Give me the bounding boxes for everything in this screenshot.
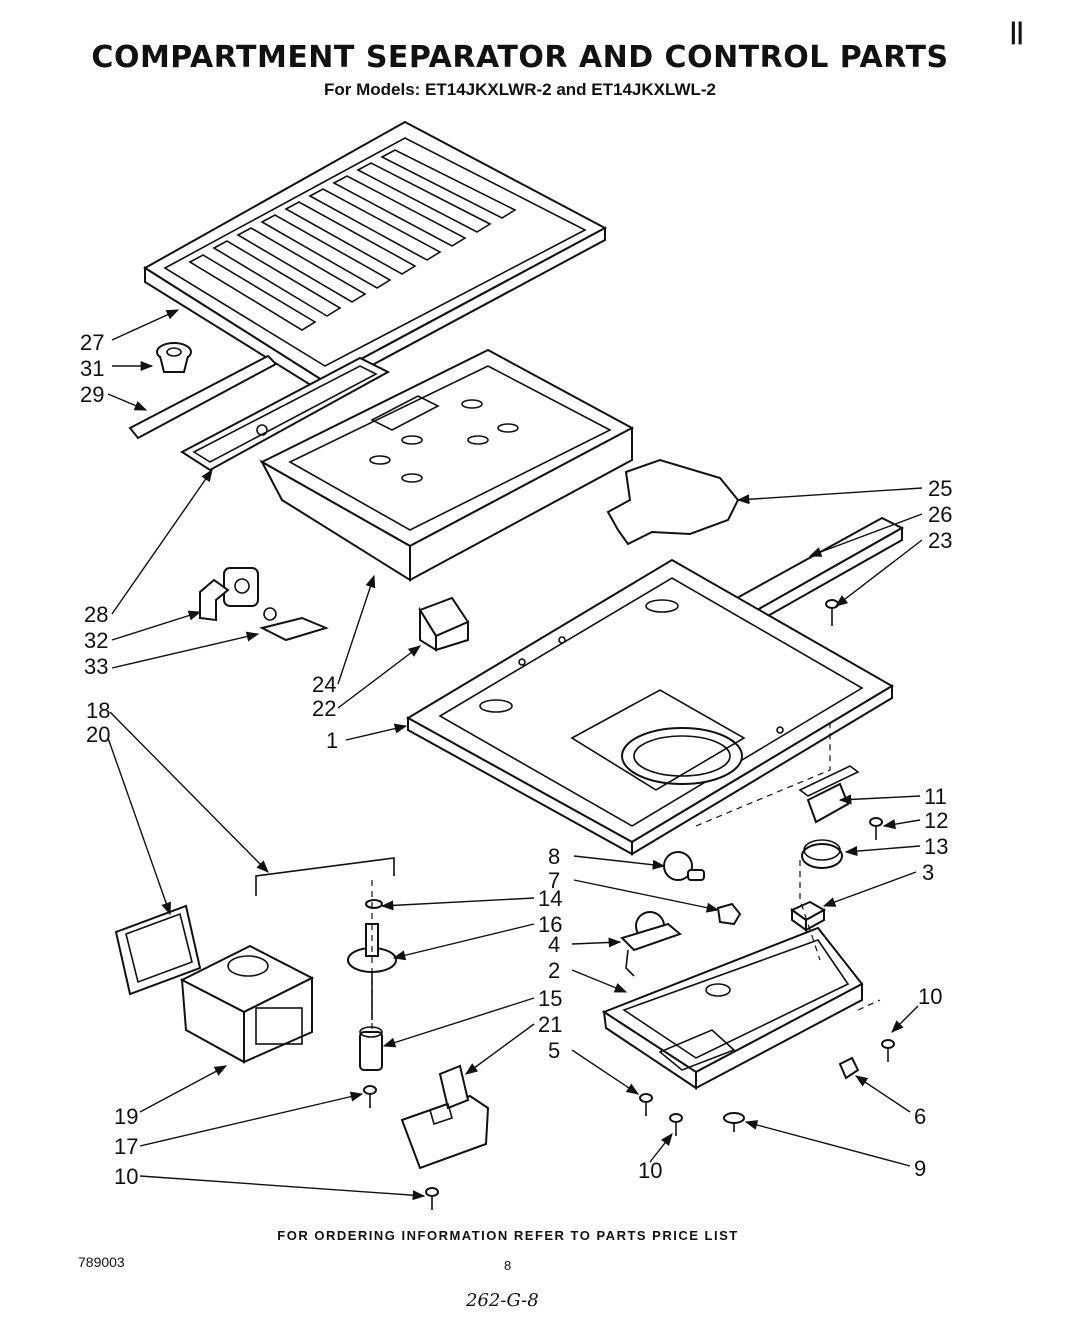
callout-2: 2: [548, 958, 560, 983]
part-21-bracket: [400, 1064, 490, 1170]
callout-5: 5: [548, 1038, 560, 1063]
ordering-note: FOR ORDERING INFORMATION REFER TO PARTS …: [277, 1228, 739, 1243]
part-10-screw-housing: [669, 1113, 683, 1136]
corner-mark: ||: [1010, 18, 1024, 45]
part-27-grille-cover: [143, 120, 608, 394]
callout-21: 21: [538, 1012, 562, 1037]
handwritten-note: 262-G-8: [466, 1290, 539, 1311]
callout-20: 20: [86, 722, 110, 747]
part-13-knob: [801, 839, 843, 869]
part-25-gasket: [606, 458, 740, 546]
callout-3: 3: [922, 860, 934, 885]
callout-24: 24: [312, 672, 336, 697]
callout-32: 32: [84, 628, 108, 653]
part-24-separator-block: [259, 348, 635, 582]
part-1-separator-panel: [405, 558, 894, 856]
part-5-screw: [639, 1093, 653, 1116]
part-6-switch: [838, 1056, 860, 1080]
callout-29: 29: [80, 382, 104, 407]
callout-10-bottom: 10: [114, 1164, 138, 1189]
callout-28: 28: [84, 602, 108, 627]
callout-12: 12: [924, 808, 948, 833]
model-subtitle: For Models: ET14JKXLWR-2 and ET14JKXLWL-…: [323, 80, 716, 99]
callout-22: 22: [312, 696, 336, 721]
callout-25: 25: [928, 476, 952, 501]
part-8-light-bulb: [663, 851, 705, 881]
page-number: 8: [504, 1258, 512, 1273]
part-10-screw-right: [881, 1039, 895, 1062]
callout-1: 1: [326, 728, 338, 753]
part-14-washer: [365, 899, 383, 909]
part-15-shaft: [359, 1026, 383, 1071]
callout-31: 31: [80, 356, 104, 381]
part-2-control-housing: [601, 926, 864, 1090]
callout-6: 6: [914, 1104, 926, 1129]
part-11-bracket: [798, 765, 860, 824]
callout-18: 18: [86, 698, 110, 723]
callout-17: 17: [114, 1134, 138, 1159]
callout-9: 9: [914, 1156, 926, 1181]
page-title: COMPARTMENT SEPARATOR AND CONTROL PARTS: [91, 40, 949, 75]
part-33-clip: [259, 607, 329, 642]
part-12-screw: [869, 817, 883, 840]
part-22-block: [418, 596, 470, 652]
part-32-connector: [199, 567, 259, 622]
callout-19: 19: [114, 1104, 138, 1129]
callout-23: 23: [928, 528, 952, 553]
part-10-screw-bottom: [425, 1187, 439, 1210]
callout-10-right: 10: [918, 984, 942, 1009]
part-28-channel: [180, 356, 391, 472]
part-3-switch: [789, 900, 827, 932]
part-18-rod: [255, 857, 395, 896]
callout-13: 13: [924, 834, 948, 859]
callout-27: 27: [80, 330, 104, 355]
callout-7: 7: [548, 868, 560, 893]
part-31-plug: [156, 342, 192, 373]
document-number: 789003: [78, 1254, 125, 1270]
callout-26: 26: [928, 502, 952, 527]
callout-4: 4: [548, 932, 560, 957]
callout-16: 16: [538, 912, 562, 937]
part-29-strip: [128, 354, 278, 440]
callout-8: 8: [548, 844, 560, 869]
callout-10-housing: 10: [638, 1158, 662, 1183]
callout-15: 15: [538, 986, 562, 1011]
part-4-thermostat: [620, 911, 682, 977]
callout-14: 14: [538, 886, 562, 911]
callout-11: 11: [924, 784, 947, 809]
part-7-socket: [716, 902, 742, 926]
part-19-control-box: [179, 944, 315, 1064]
part-9-screw: [723, 1112, 745, 1132]
part-17-screw: [363, 1085, 377, 1108]
part-23-screw: [825, 599, 839, 626]
callout-33: 33: [84, 654, 108, 679]
